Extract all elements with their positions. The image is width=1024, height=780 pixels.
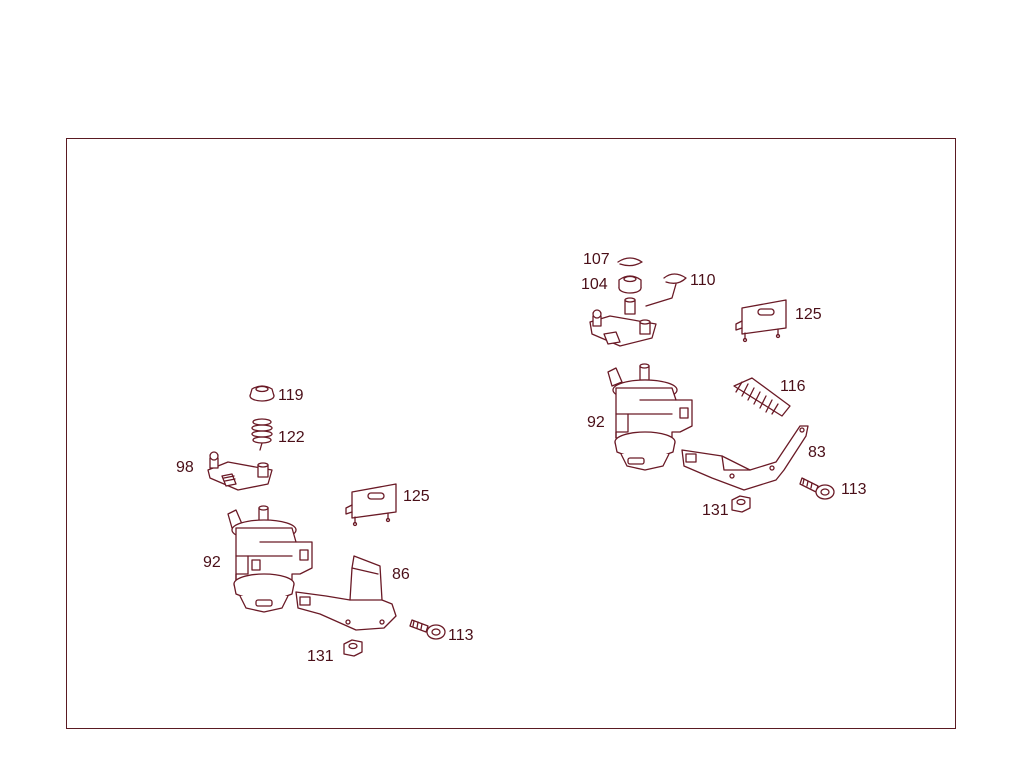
callout-98: 98 bbox=[176, 459, 194, 476]
callout-113: 113 bbox=[448, 627, 474, 644]
part-125-bracket-right[interactable] bbox=[735, 299, 787, 343]
part-119-cap[interactable] bbox=[249, 385, 275, 402]
part-125-bracket[interactable] bbox=[345, 483, 397, 527]
part-113-bolt[interactable] bbox=[409, 619, 446, 640]
callout-116: 116 bbox=[780, 378, 806, 395]
callout-83: 83 bbox=[808, 444, 826, 461]
callout-125: 125 bbox=[403, 488, 430, 505]
callout-92: 92 bbox=[203, 554, 221, 571]
part-lever-plate-right[interactable] bbox=[589, 297, 657, 347]
callout-131-right: 131 bbox=[702, 502, 729, 519]
part-86-bracket-arm[interactable] bbox=[295, 555, 397, 631]
left-part-group: 119 122 98 125 92 86 113 131 bbox=[176, 385, 474, 665]
part-113-bolt-right[interactable] bbox=[799, 477, 835, 500]
part-131-nut-right[interactable] bbox=[731, 495, 751, 513]
callout-92-right: 92 bbox=[587, 414, 605, 431]
callout-131: 131 bbox=[307, 648, 334, 665]
callout-122: 122 bbox=[278, 429, 305, 446]
part-98-lever-plate[interactable] bbox=[207, 451, 273, 491]
diagram-frame bbox=[66, 138, 956, 729]
part-131-nut[interactable] bbox=[343, 639, 363, 657]
callout-125-right: 125 bbox=[795, 306, 822, 323]
part-122-spring[interactable] bbox=[251, 418, 273, 451]
callout-113-right: 113 bbox=[841, 481, 867, 498]
callout-119: 119 bbox=[278, 387, 304, 404]
part-83-bracket-arm[interactable] bbox=[681, 425, 809, 491]
part-92-valve-body[interactable] bbox=[227, 505, 313, 613]
part-110-clip[interactable] bbox=[645, 273, 687, 307]
callout-104: 104 bbox=[581, 276, 608, 293]
callout-110: 110 bbox=[690, 272, 716, 289]
right-part-group: 107 104 110 125 116 92 83 113 131 bbox=[581, 251, 867, 519]
part-104-bushing[interactable] bbox=[618, 275, 642, 294]
part-92-valve-body-right[interactable] bbox=[607, 363, 693, 471]
part-116-boot[interactable] bbox=[733, 377, 791, 417]
part-107-clip[interactable] bbox=[617, 257, 643, 267]
callout-107: 107 bbox=[583, 251, 610, 268]
callout-86: 86 bbox=[392, 566, 410, 583]
